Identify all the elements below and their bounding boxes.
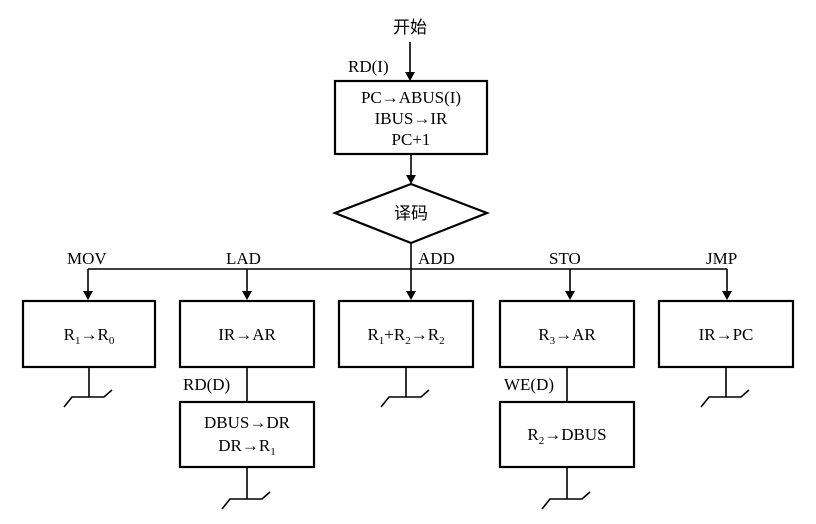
lad-end-terminator — [221, 491, 271, 510]
mov-box-text: R1→R0 — [64, 325, 115, 347]
jmp-arrowhead — [722, 291, 732, 300]
add-box — [337, 299, 475, 369]
branch-label-add: ADD — [418, 249, 455, 268]
lad-load-line-2: DR→R1 — [218, 436, 275, 458]
fetch-line-2: IBUS→IR — [375, 109, 448, 128]
branch-label-sto: STO — [549, 249, 581, 268]
lad-load-box — [178, 400, 316, 469]
jmp-end-terminator — [700, 389, 750, 408]
start-arrowhead — [405, 72, 415, 81]
jmp-box-text: IR→PC — [699, 325, 754, 344]
sto-arrowhead — [565, 291, 575, 300]
decode-arrowhead — [406, 175, 416, 184]
jmp-box — [657, 299, 795, 369]
fetch-line-1: PC→ABUS(I) — [361, 88, 461, 107]
lad-load-line-1: DBUS→DR — [204, 413, 291, 432]
add-end-terminator — [380, 389, 430, 408]
sto-write-signal: WE(D) — [504, 375, 554, 394]
mov-box — [21, 299, 157, 369]
branch-label-jmp: JMP — [706, 249, 737, 268]
sto-box — [498, 299, 636, 369]
decode-label: 译码 — [394, 204, 428, 223]
sto-store-box — [498, 400, 636, 469]
sto-end-terminator — [541, 491, 591, 510]
fetch-box — [333, 79, 489, 156]
lad-arrowhead — [242, 291, 252, 300]
start-label: 开始 — [393, 18, 427, 37]
lad-box-text: IR→AR — [218, 325, 276, 344]
lad-read-signal: RD(D) — [183, 375, 230, 394]
fetch-line-3: PC+1 — [392, 130, 431, 149]
sto-box-text: R3→AR — [538, 325, 596, 347]
fetch-read-signal: RD(I) — [348, 57, 389, 76]
branch-label-mov: MOV — [67, 249, 107, 268]
sto-store-line-1: R2→DBUS — [527, 425, 606, 447]
mov-arrowhead — [83, 291, 93, 300]
add-box-text: R1+R2→R2 — [367, 325, 444, 347]
branch-label-lad: LAD — [226, 249, 261, 268]
add-arrowhead — [406, 291, 416, 300]
mov-end-terminator — [63, 389, 113, 408]
